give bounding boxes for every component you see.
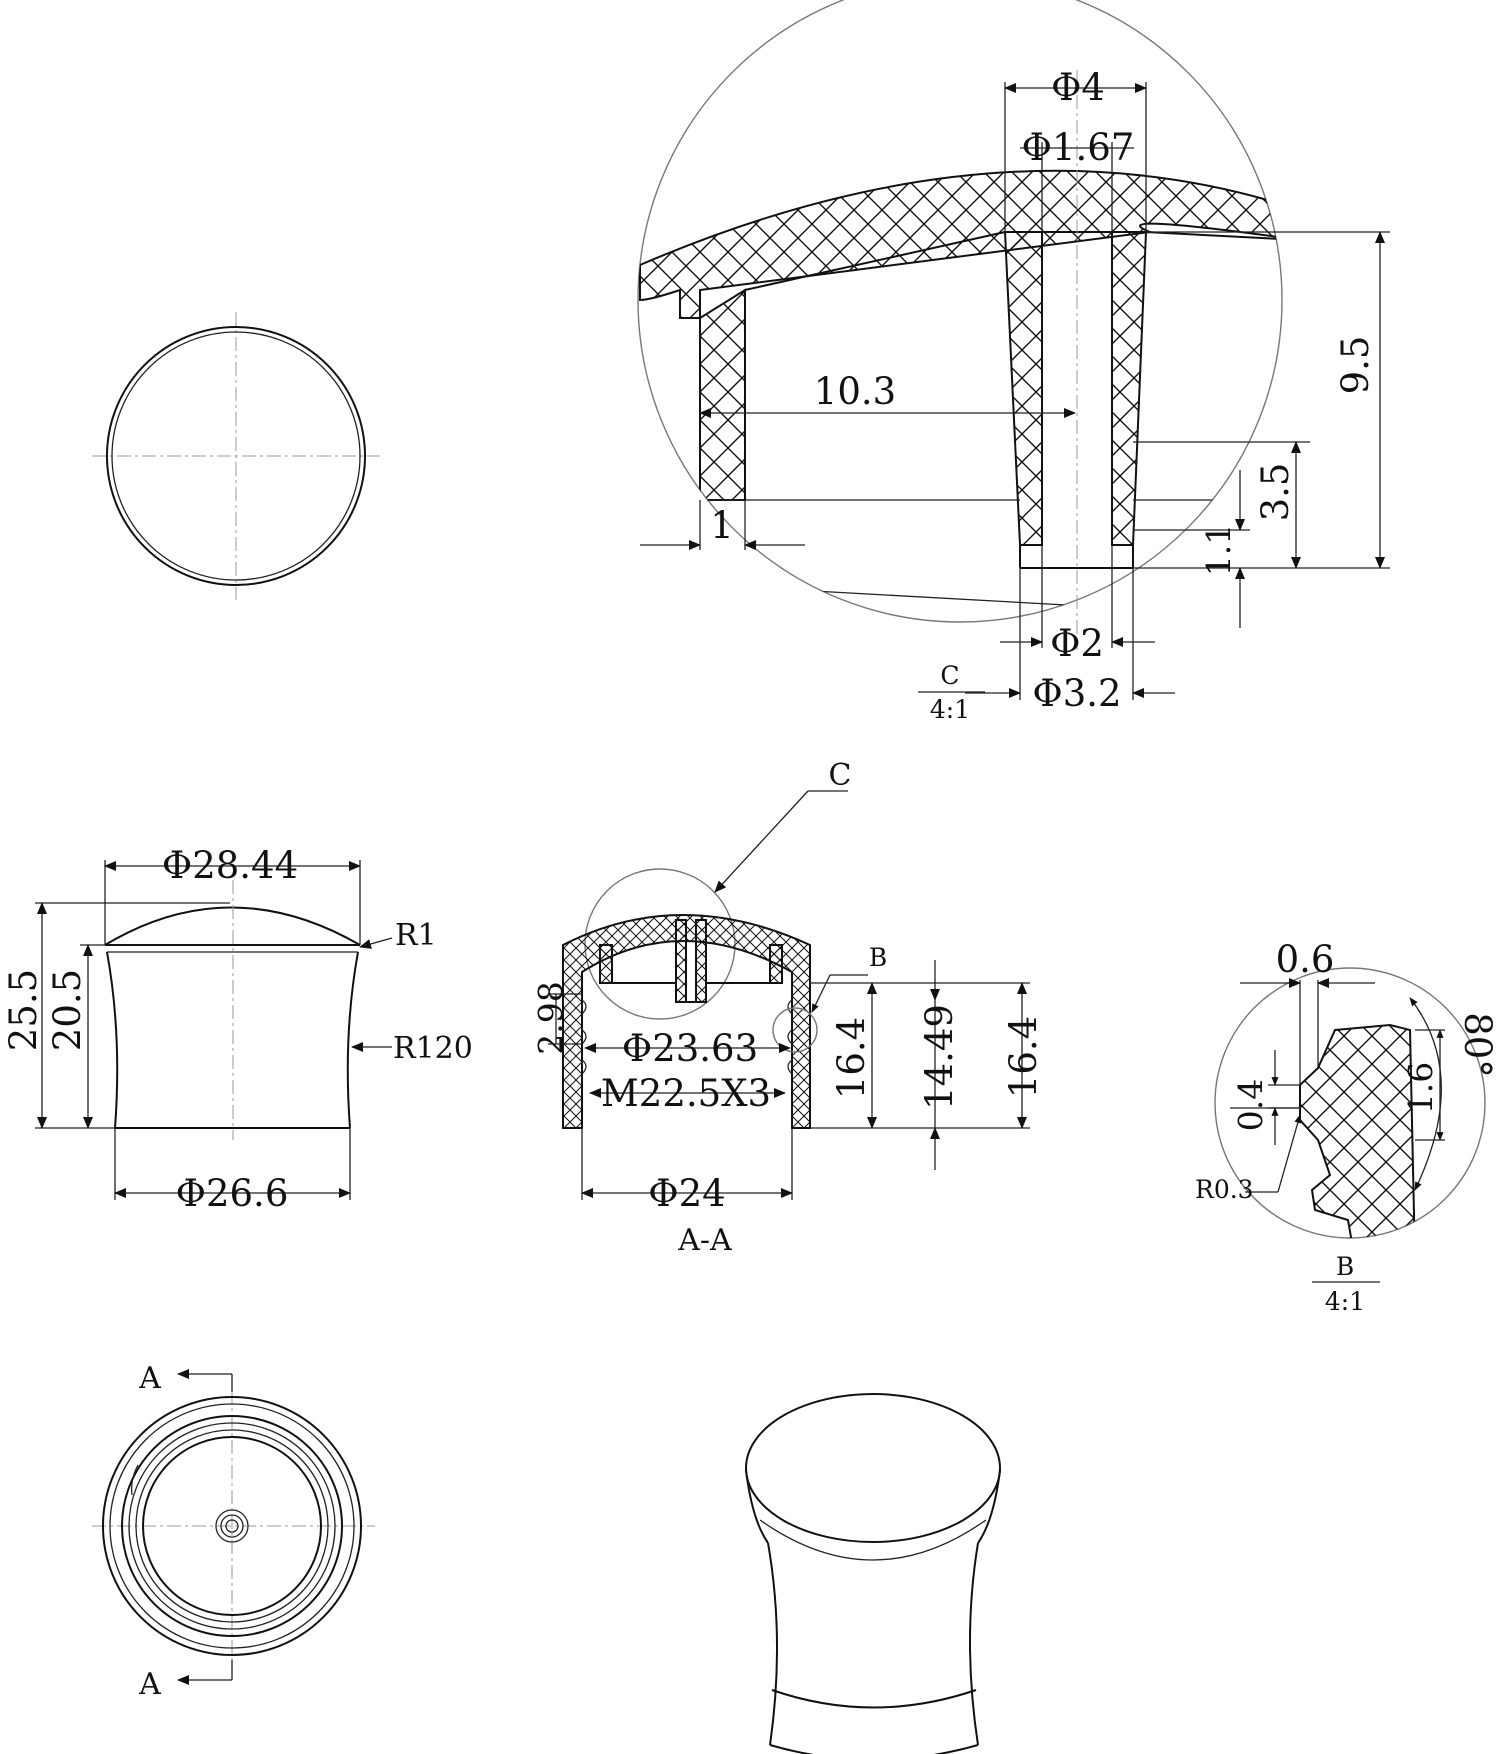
detail-c-boundary [637, 0, 1283, 623]
section-rib-right [769, 944, 783, 984]
dim-top-dia: Φ28.44 [162, 844, 298, 887]
top-view [92, 312, 380, 600]
dim-depth-3: 16.4 [1002, 1016, 1045, 1098]
dim-width: 10.3 [814, 370, 896, 413]
section-shell [562, 914, 811, 1129]
detail-c-scale: 4:1 [930, 695, 970, 724]
section-mark-top: A [138, 1361, 161, 1396]
section-detail-b-circle [772, 1007, 818, 1053]
dim-dia-hole: Φ1.67 [1022, 126, 1135, 169]
leader-radius-top [359, 937, 393, 949]
detail-c-inner-top-right [1145, 231, 1282, 241]
bottom-view-inner-circle [142, 1436, 322, 1616]
front-view-left-profile [106, 951, 119, 1129]
detail-c-lower-line [759, 587, 1282, 619]
section-pin-right [695, 919, 707, 1003]
section-rib-left [599, 944, 613, 984]
section-mark-bottom: A [138, 1667, 161, 1702]
front-view-right-profile [346, 951, 359, 1129]
detail-c-label: C [940, 661, 959, 690]
section-detail-b-label: B [869, 943, 887, 972]
dim-radius-top: R1 [395, 918, 437, 953]
dim-bottom-dia-sec: Φ24 [648, 1172, 725, 1215]
dim-b-height-a: 0.4 [1231, 1079, 1270, 1131]
iso-dome-edge-left [745, 1469, 769, 1544]
iso-base-band [771, 1689, 977, 1709]
detail-b-scale: 4:1 [1325, 1287, 1365, 1316]
leader-b-radius [1277, 1114, 1302, 1193]
detail-c-inner-top [744, 231, 1006, 291]
dim-dia-outer: Φ4 [1051, 66, 1105, 109]
top-view-inner-circle [111, 331, 361, 581]
dim-step: 1.1 [1199, 524, 1238, 576]
bottom-view-pin-hole [225, 1519, 239, 1533]
dim-inner-dia: Φ23.63 [622, 1027, 758, 1070]
section-view: C B 2.98 Φ23.63 M22.5X3 [531, 758, 1045, 1258]
section-detail-c-leader [714, 790, 809, 893]
iso-right-side [969, 1542, 979, 1746]
detail-c-pin-left [1003, 231, 1043, 546]
iso-top-ellipse [745, 1393, 1001, 1543]
dim-b-width: 0.6 [1276, 938, 1335, 981]
bottom-view-outer-circle [102, 1396, 362, 1656]
front-view: Φ28.44 Φ26.6 25.5 20.5 R1 R120 [2, 844, 473, 1215]
detail-c-cap-section [639, 169, 1282, 319]
detail-c-left-wall [699, 288, 746, 501]
dim-wall: 1 [710, 504, 734, 547]
dim-pin-len: 3.5 [1254, 463, 1297, 522]
dim-thread-pitch: 2.98 [531, 981, 570, 1054]
dim-height-total: 25.5 [2, 969, 45, 1051]
bottom-view-pin-outer [215, 1509, 249, 1543]
bottom-view-thread-start [130, 1464, 139, 1496]
section-detail-c-label: C [829, 758, 852, 793]
section-title: A-A [677, 1223, 732, 1258]
section-thread-profile [581, 999, 793, 1075]
iso-view [745, 1393, 1001, 1754]
iso-bottom-edge [769, 1744, 979, 1754]
detail-b-label: B [1336, 1252, 1354, 1281]
dim-b-radius: R0.3 [1195, 1175, 1254, 1204]
dim-depth-2: 14.49 [918, 1004, 961, 1110]
top-view-outer-circle [106, 326, 366, 586]
detail-c-view: Φ4 Φ1.67 10.3 1 9.5 3.5 1.1 Φ2 [637, 0, 1390, 724]
dim-arc-b-angle [1409, 997, 1442, 1191]
detail-c-pin-right [1111, 231, 1148, 546]
front-view-dome [104, 906, 361, 946]
iso-left-side [767, 1542, 779, 1746]
dim-thread: M22.5X3 [601, 1072, 771, 1115]
dim-height: 9.5 [1334, 336, 1377, 395]
detail-b-wall-section [1299, 1023, 1417, 1238]
dim-height-body: 20.5 [46, 969, 89, 1051]
detail-b-boundary [1214, 967, 1486, 1239]
dim-radius-side: R120 [393, 1031, 473, 1066]
dim-dia-pin: Φ2 [1050, 622, 1104, 665]
dim-dia-base: Φ3.2 [1032, 672, 1121, 715]
dim-b-angle: 80° [1456, 1012, 1499, 1078]
dim-b-height-b: 1.6 [1401, 1062, 1440, 1114]
section-pin-left [675, 919, 687, 1003]
section-detail-b-leader [811, 974, 831, 1013]
iso-dome-edge-right [977, 1469, 1001, 1544]
bottom-view: A A [92, 1361, 375, 1702]
bottom-view-thread-circle-1 [121, 1415, 343, 1637]
detail-b-view: 0.6 0.4 1.6 80° R0.3 B 4:1 [1195, 938, 1499, 1316]
dim-depth-1: 16.4 [830, 1017, 873, 1099]
bottom-view-thread-circle-2 [135, 1429, 329, 1623]
iso-fillet-line [759, 1519, 987, 1561]
dim-bottom-dia: Φ26.6 [176, 1172, 289, 1215]
